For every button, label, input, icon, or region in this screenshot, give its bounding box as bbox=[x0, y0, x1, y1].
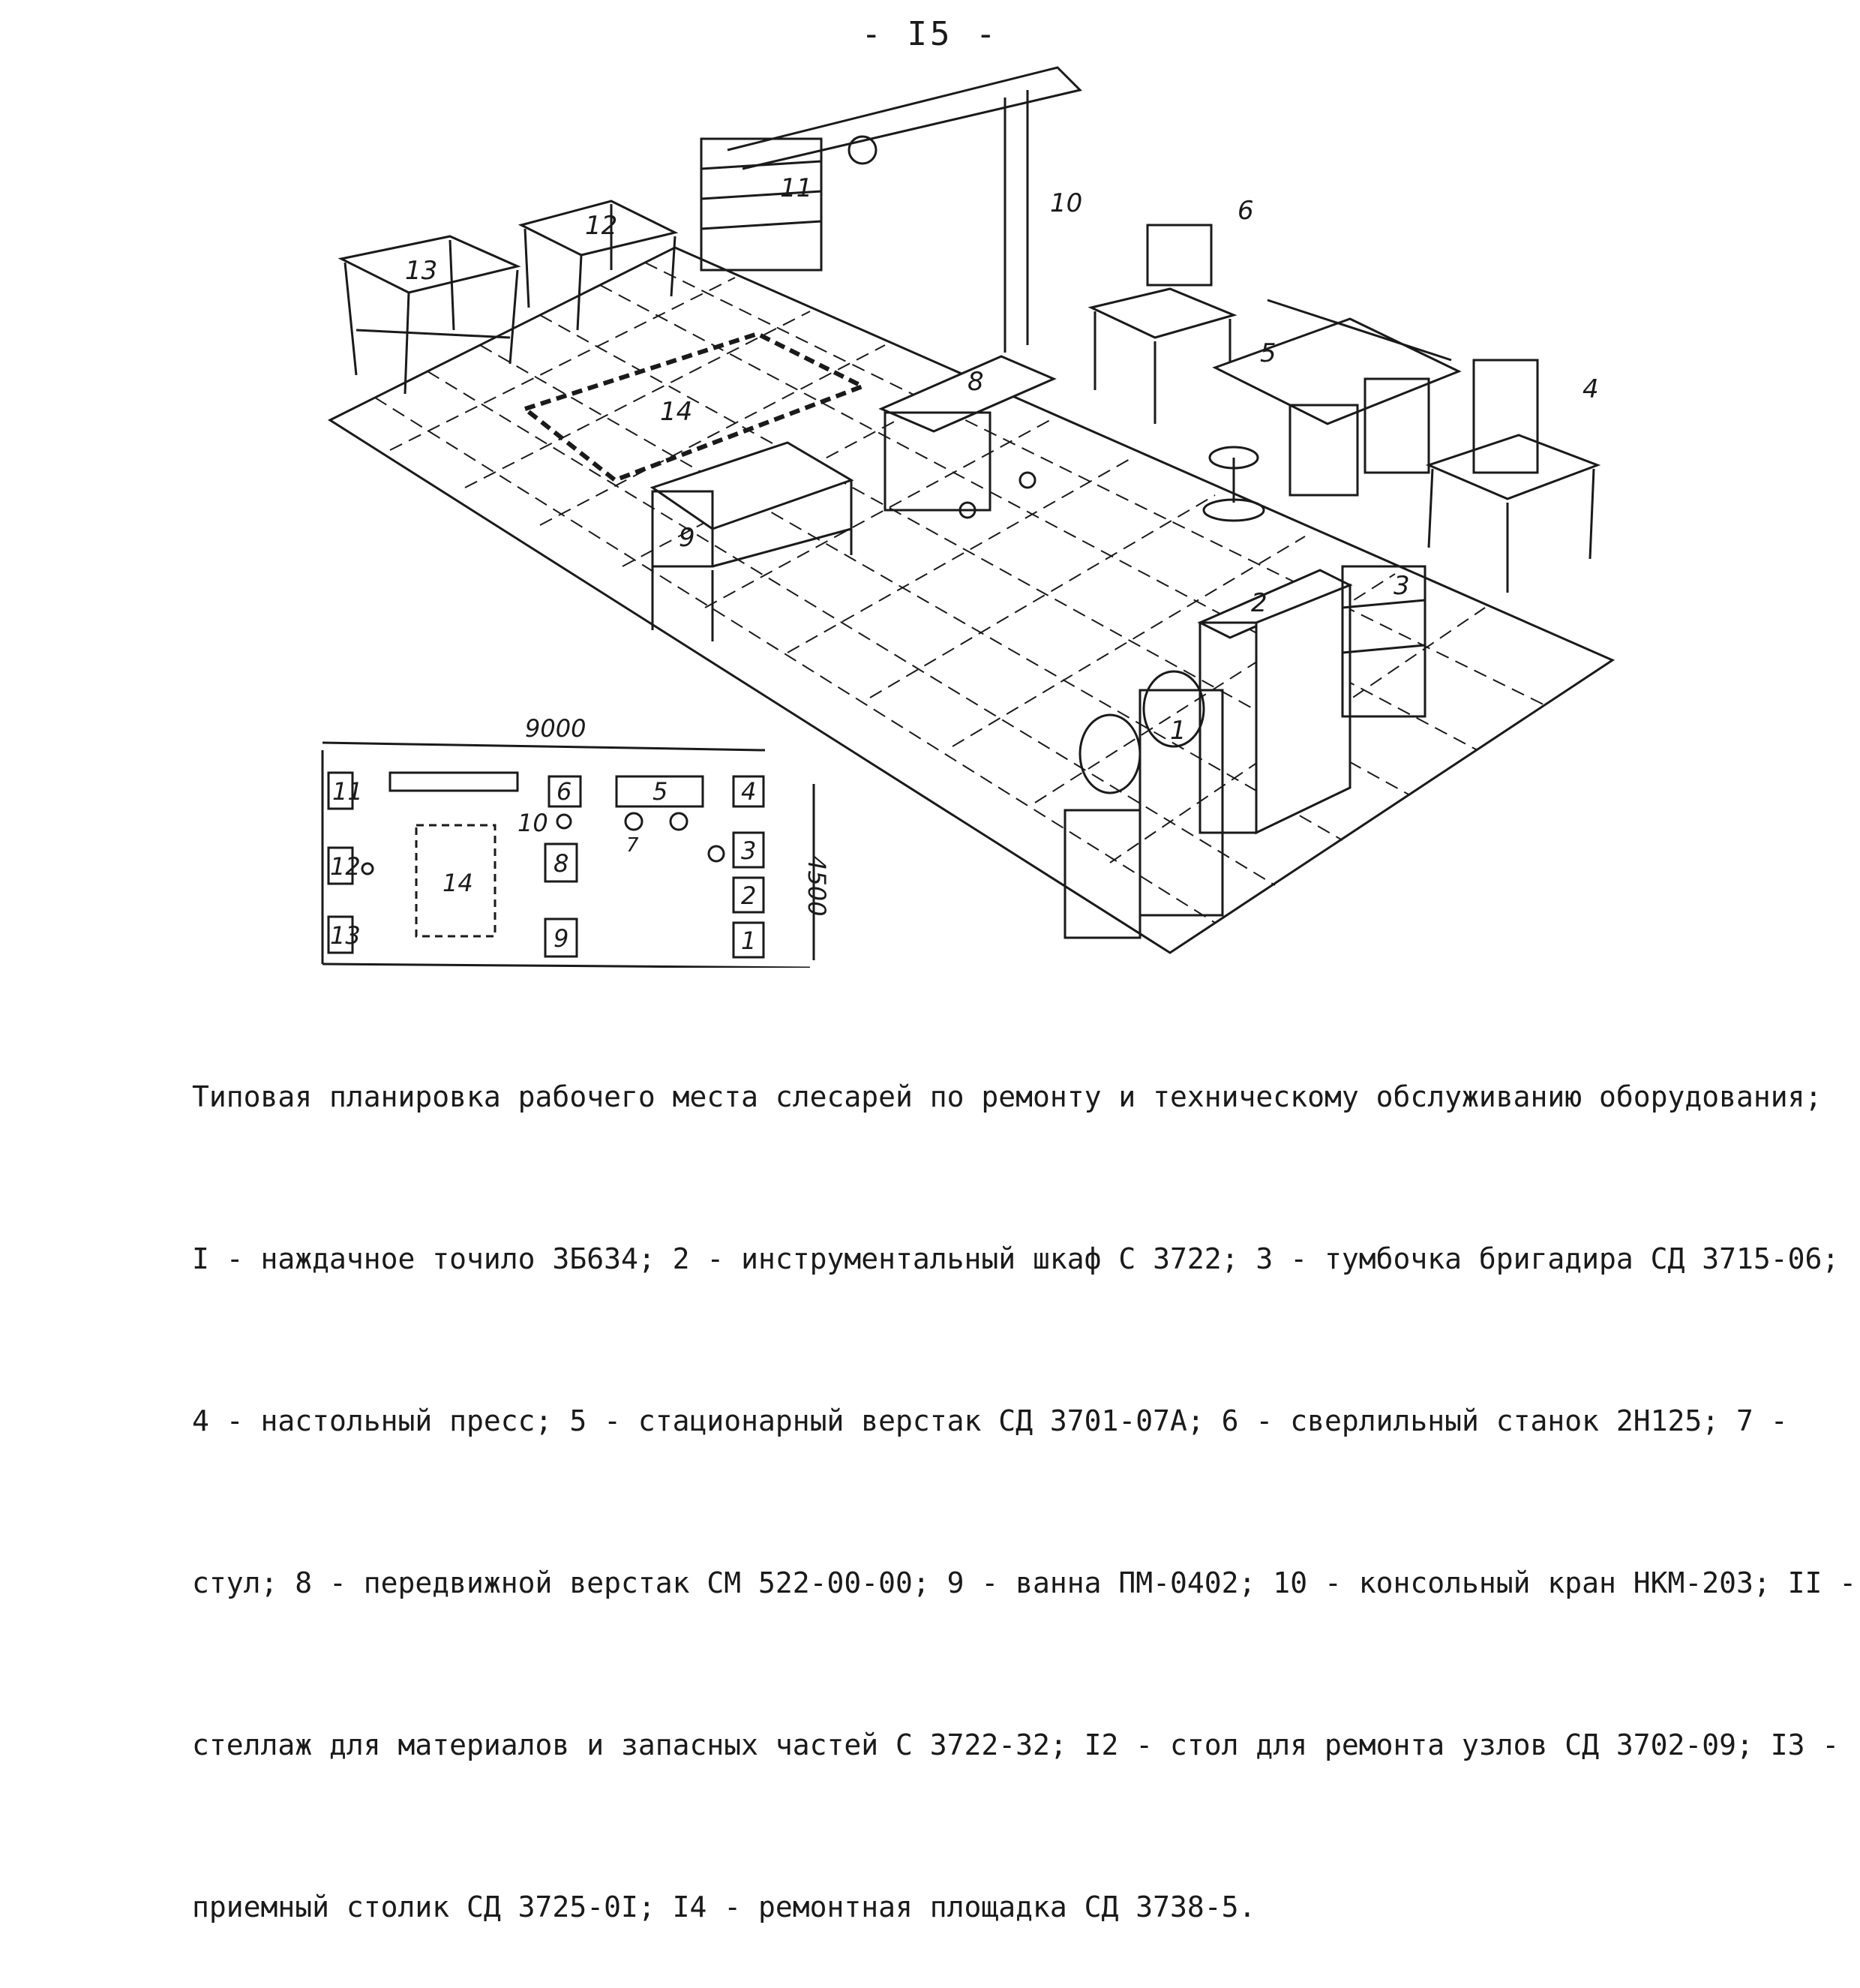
callout-6: 6 bbox=[1238, 196, 1254, 226]
cabinet-2-drawing bbox=[1197, 569, 1353, 835]
floor-plan bbox=[321, 741, 815, 968]
caption-line: приемный столик СД 3725-0I; I4 - ремонтн… bbox=[192, 1890, 1256, 1923]
plan-label-3: 3 bbox=[741, 836, 756, 865]
plan-label-7: 7 bbox=[626, 834, 639, 857]
plan-label-2: 2 bbox=[741, 881, 756, 910]
callout-14: 14 bbox=[660, 397, 692, 427]
plan-label-12: 12 bbox=[330, 852, 361, 881]
tub-9-drawing bbox=[650, 441, 854, 641]
plan-label-4: 4 bbox=[741, 777, 756, 806]
repair-area-outline bbox=[520, 331, 868, 483]
table-13-drawing bbox=[338, 235, 521, 395]
plan-label-5: 5 bbox=[652, 777, 668, 806]
caption-line: стеллаж для материалов и запасных частей… bbox=[192, 1728, 1840, 1761]
caption-line: Типовая планировка рабочего места слесар… bbox=[192, 1080, 1822, 1113]
callout-2: 2 bbox=[1251, 588, 1268, 618]
chair-7-drawing bbox=[1202, 446, 1265, 522]
plan-label-13: 13 bbox=[330, 921, 361, 950]
callout-5: 5 bbox=[1260, 338, 1276, 368]
callout-4: 4 bbox=[1582, 374, 1599, 404]
plan-label-8: 8 bbox=[554, 849, 568, 878]
floor-outline bbox=[327, 246, 1616, 954]
callout-3: 3 bbox=[1394, 571, 1410, 601]
callout-11: 11 bbox=[780, 173, 812, 203]
plan-height-dimension: 4500 bbox=[802, 855, 831, 916]
drawer-3-drawing bbox=[1341, 565, 1426, 718]
plan-label-11: 11 bbox=[332, 777, 363, 806]
plan-label-10: 10 bbox=[518, 809, 548, 837]
grinder-1-drawing bbox=[1064, 670, 1224, 939]
caption-line: I - наждачное точило 3Б634; 2 - инструме… bbox=[192, 1242, 1840, 1275]
plan-width-dimension: 9000 bbox=[525, 714, 586, 743]
callout-1: 1 bbox=[1170, 716, 1186, 746]
page-number: - I5 - bbox=[861, 15, 999, 53]
drill-6-drawing bbox=[1088, 224, 1238, 424]
callout-13: 13 bbox=[405, 256, 437, 286]
caption-line: 4 - настольный пресс; 5 - стационарный в… bbox=[192, 1404, 1788, 1437]
callout-8: 8 bbox=[968, 367, 984, 397]
press-4-drawing bbox=[1425, 359, 1601, 593]
mobile-bench-8-drawing bbox=[878, 355, 1057, 519]
table-12-drawing bbox=[518, 200, 679, 331]
plan-label-6: 6 bbox=[556, 777, 572, 806]
callout-10: 10 bbox=[1050, 188, 1082, 218]
workshop-illustration: 13 12 11 10 6 5 4 8 14 9 2 3 1 bbox=[321, 66, 1616, 968]
figure-caption: Типовая планировка рабочего места слесар… bbox=[192, 962, 1857, 1988]
caption-line: стул; 8 - передвижной верстак СМ 522-00-… bbox=[192, 1566, 1857, 1599]
bench-5-drawing bbox=[1212, 299, 1462, 497]
plan-label-14: 14 bbox=[442, 869, 473, 897]
plan-label-1: 1 bbox=[741, 926, 756, 955]
plan-label-9: 9 bbox=[554, 924, 568, 953]
callout-9: 9 bbox=[679, 523, 695, 553]
rack-11-crane-10-drawing bbox=[700, 66, 1082, 353]
callout-12: 12 bbox=[585, 211, 617, 241]
